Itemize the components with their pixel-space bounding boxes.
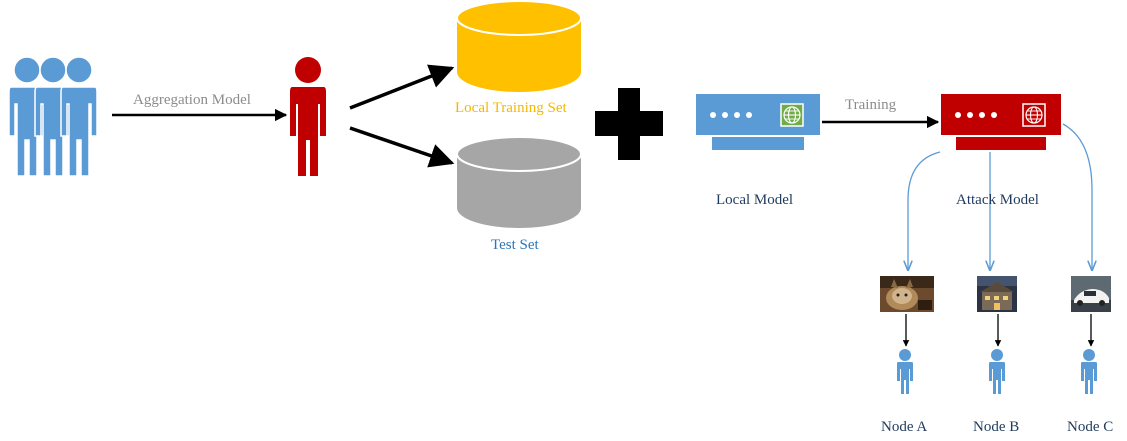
training-label: Training [845, 97, 897, 113]
node-c-label: Node C [1067, 419, 1114, 435]
training-set-database-icon [456, 0, 582, 92]
users-group-icon [8, 56, 98, 177]
car-photo [1071, 276, 1111, 312]
plus-icon [595, 88, 663, 160]
connector-to-node-c [1062, 123, 1092, 270]
aggregation-model-label: Aggregation Model [133, 92, 251, 108]
arrow-to-training-set [349, 64, 455, 110]
node-b-label: Node B [973, 419, 1020, 435]
connector-to-node-a [908, 151, 941, 270]
attack-model-router-icon [941, 94, 1061, 150]
test-set-label: Test Set [491, 237, 539, 253]
globe-icon [1022, 103, 1046, 127]
test-set-database-icon [456, 136, 582, 228]
local-training-set-label: Local Training Set [455, 100, 567, 116]
node-b-person-icon [989, 349, 1005, 394]
house-photo [977, 276, 1017, 312]
local-model-label: Local Model [716, 192, 794, 208]
cat-photo [880, 276, 934, 312]
node-a-label: Node A [881, 419, 928, 435]
attack-model-label: Attack Model [956, 192, 1039, 208]
local-model-router-icon [696, 94, 820, 150]
arrow-to-test-set [349, 126, 455, 168]
globe-icon [780, 103, 804, 127]
node-a-person-icon [897, 349, 913, 394]
user-icon [290, 57, 326, 176]
node-c-person-icon [1081, 349, 1097, 394]
